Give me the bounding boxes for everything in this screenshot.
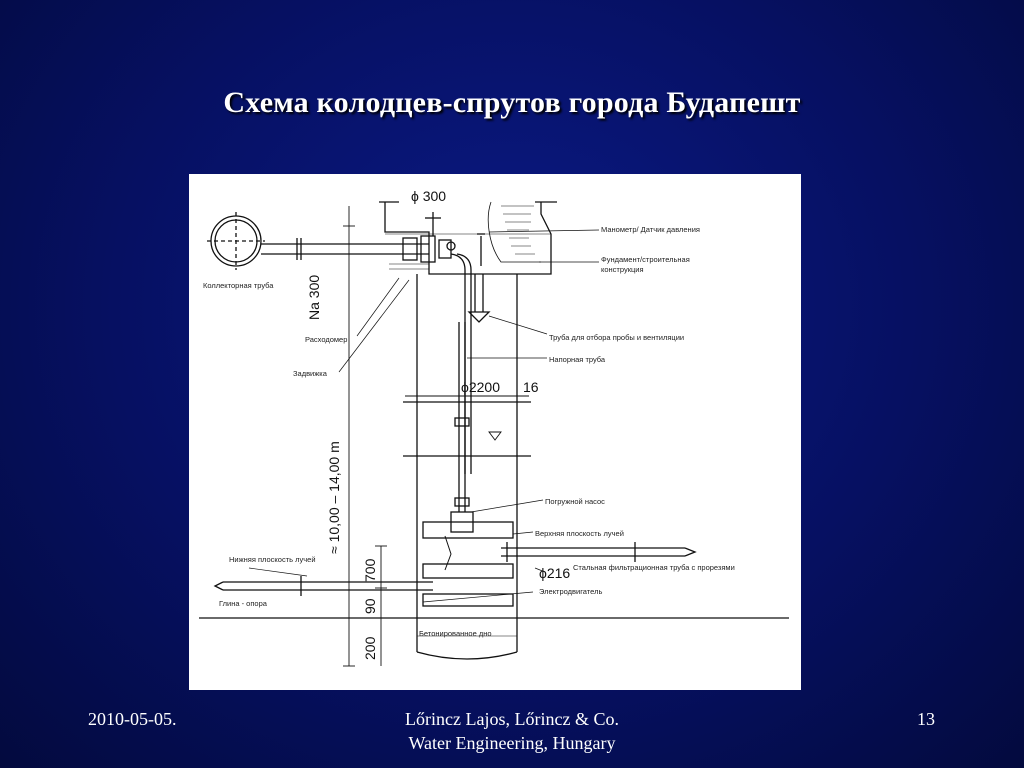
dimension-lines	[343, 206, 529, 667]
gate-valve-label: Задвижка	[293, 369, 328, 378]
upper-lateral	[501, 542, 697, 562]
dim-700: 700	[362, 558, 378, 582]
submersible-pump-label: Погружной насос	[545, 497, 605, 506]
sampling-pipe	[467, 274, 491, 323]
concrete-bottom-label: Бетонированное дно	[419, 629, 492, 638]
lateral-diameter-dim: ϕ216	[539, 565, 570, 581]
manometer-label: Манометр/ Датчик давления	[601, 225, 700, 234]
submersible-pump	[422, 511, 514, 607]
lower-plane-label: Нижняя плоскость лучей	[229, 555, 316, 564]
top-chamber	[379, 201, 557, 275]
clay-support-label: Глина - опора	[219, 599, 268, 608]
footer-author-line2: Water Engineering, Hungary	[408, 733, 616, 753]
pressure-pipe	[454, 322, 470, 512]
collector-pipe-circle	[207, 212, 265, 270]
page-number: 13	[917, 709, 935, 729]
dim-90: 90	[362, 598, 378, 614]
slide-title: Схема колодцев-спрутов города Будапешт	[223, 86, 801, 119]
leader-lines	[248, 229, 600, 603]
well-shaft	[403, 274, 531, 660]
foundation-label-1: Фундамент/строительная	[601, 255, 690, 264]
pressure-pipe-label: Напорная труба	[549, 355, 606, 364]
wall-thickness-dim: 16	[523, 379, 539, 395]
footer-author-line1: Lőrincz Lajos, Lőrincz & Co.	[405, 709, 619, 729]
dim-200: 200	[362, 636, 378, 660]
well-diagram: Манометр/ Датчик давления Фундамент/стро…	[189, 174, 801, 690]
footer-date: 2010-05-05.	[88, 709, 177, 729]
depth-dim: ≈ 10,00 – 14,00 m	[326, 441, 342, 554]
collector-horizontal-pipe	[261, 238, 429, 260]
collector-pipe-label: Коллекторная труба	[203, 281, 274, 290]
steel-pipe-label: Стальная фильтрационная труба с прорезям…	[573, 563, 735, 572]
upper-plane-label: Верхняя плоскость лучей	[535, 529, 624, 538]
sampling-pipe-label: Труба для отбора пробы и вентиляции	[549, 333, 684, 342]
lower-lateral	[213, 576, 433, 596]
shaft-diameter-dim: ϕ2200	[461, 379, 500, 395]
valve-cluster	[402, 212, 485, 474]
electric-motor-label: Электродвигатель	[539, 587, 602, 596]
flowmeter-label: Расходомер	[305, 335, 347, 344]
footer-author: Lőrincz Lajos, Lőrincz & Co. Water Engin…	[312, 707, 712, 755]
well-diagram-svg: Манометр/ Датчик давления Фундамент/стро…	[199, 188, 789, 667]
collector-diameter-dim: Na 300	[306, 275, 322, 320]
top-diameter-dim: ϕ 300	[411, 188, 446, 204]
foundation-label-2: конструкция	[601, 265, 644, 274]
